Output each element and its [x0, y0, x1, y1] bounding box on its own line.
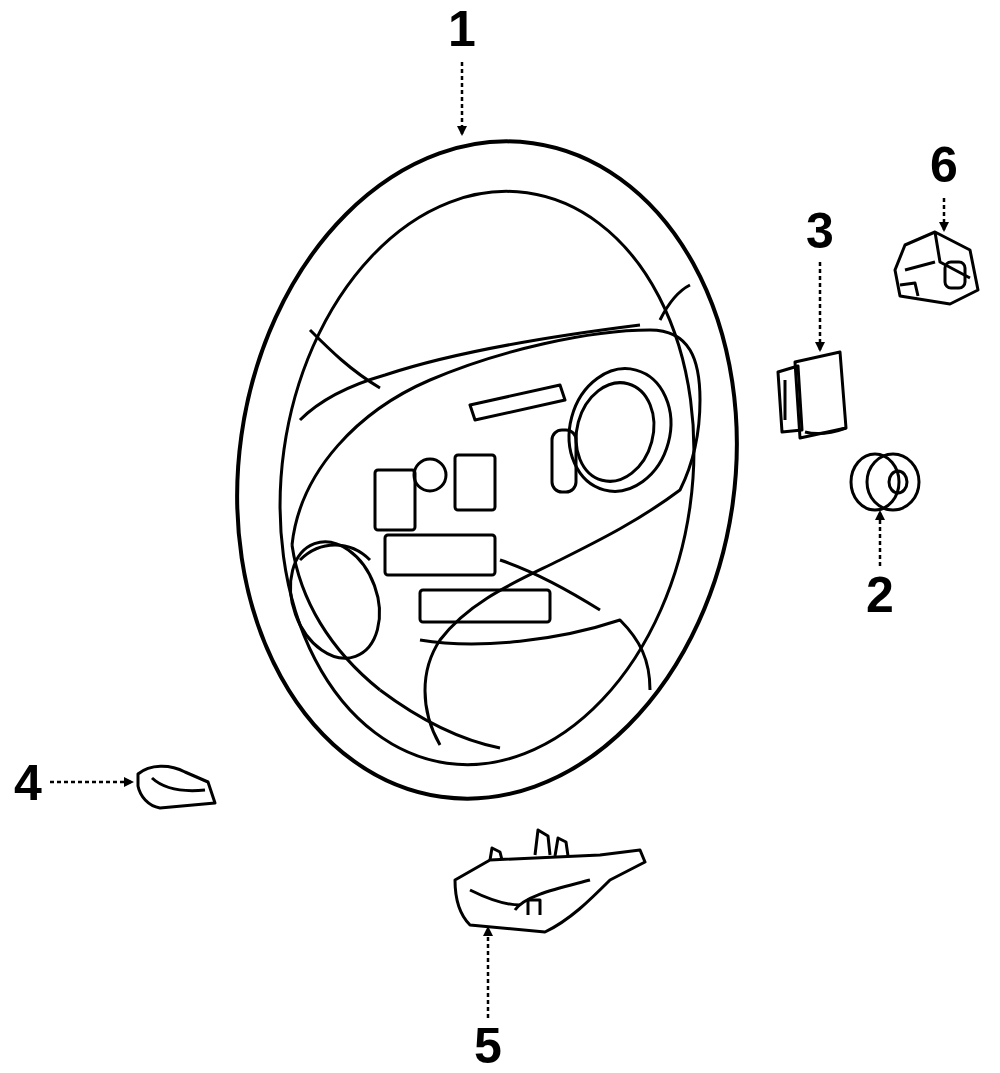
- callout-number: 6: [930, 140, 958, 190]
- callout-number: 5: [474, 1021, 502, 1071]
- callout-number: 4: [14, 758, 42, 808]
- callout-number: 3: [806, 206, 834, 256]
- callout-number: 2: [866, 570, 894, 620]
- callout-number: 1: [448, 4, 476, 54]
